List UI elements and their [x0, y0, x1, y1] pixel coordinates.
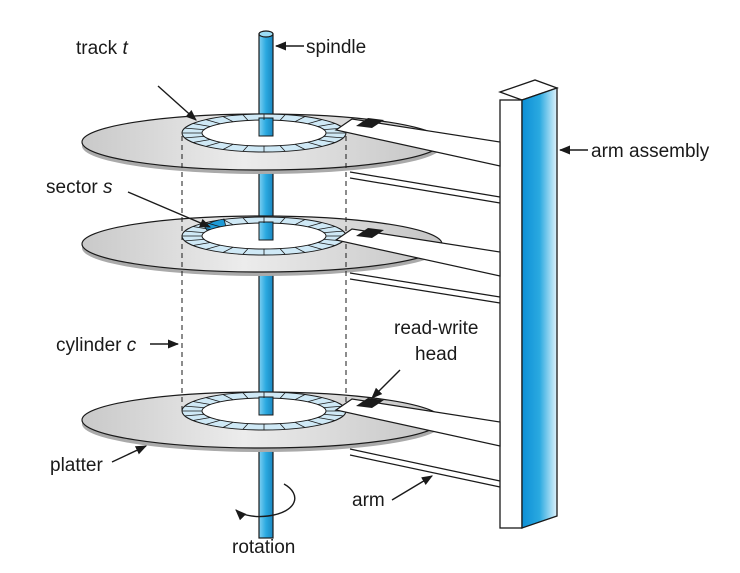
sector-divider [205, 119, 221, 125]
sector-divider [184, 136, 205, 139]
sector-dividers [182, 114, 346, 430]
sector-divider [317, 417, 336, 421]
sector-divider [307, 222, 323, 228]
sector-divider [317, 226, 336, 230]
sector-divider [222, 394, 234, 401]
arm-1 [334, 118, 501, 204]
sector-divider [317, 123, 336, 127]
sector-divider [242, 217, 249, 224]
sector-divider [323, 405, 344, 408]
sector-divider [184, 230, 205, 233]
sector-divider [294, 246, 306, 253]
sector-divider [192, 242, 211, 246]
sector-divider [222, 246, 234, 253]
platter-pointer [111, 445, 148, 463]
sector-divider [205, 244, 221, 250]
sector-divider [184, 127, 205, 130]
sector-divider [222, 143, 234, 150]
sector-divider [294, 143, 306, 150]
sector-divider [222, 421, 234, 428]
sector-divider [192, 401, 211, 405]
sector-divider [222, 116, 234, 123]
sector-divider [294, 116, 306, 123]
sector-divider [205, 419, 221, 425]
sector-divider [323, 136, 344, 139]
sector-divider [242, 423, 249, 430]
read-write-head-2 [356, 228, 384, 238]
sector-divider [307, 244, 323, 250]
arm-assembly-column [498, 79, 559, 529]
sector-divider [323, 230, 344, 233]
read-write-head-1 [356, 118, 384, 128]
read-write-head-label-line1: read-write [394, 318, 478, 339]
arm-label: arm [352, 490, 385, 511]
sector-pointer [127, 191, 212, 228]
cylinder-outline [181, 136, 347, 412]
sector-divider [205, 397, 221, 403]
sector-divider [192, 226, 211, 230]
sector-divider [279, 423, 286, 430]
cylinder-label: cylinder c [56, 335, 137, 356]
sector-divider [242, 392, 249, 399]
sector-divider [192, 417, 211, 421]
sector-divider [242, 114, 249, 121]
sector-divider [317, 242, 336, 246]
sector-divider [294, 394, 306, 401]
sector-divider [307, 141, 323, 147]
sector-divider [242, 248, 249, 255]
spindle-top [258, 30, 274, 38]
sector-divider [323, 414, 344, 417]
sector-divider [192, 123, 211, 127]
sector-divider [294, 421, 306, 428]
sector-divider [222, 219, 234, 226]
rotation-label: rotation [232, 537, 295, 558]
platter-label: platter [50, 455, 103, 476]
sector-label: sector s [46, 177, 113, 198]
read-write-head-3 [356, 398, 384, 408]
sector-divider [279, 114, 286, 121]
sector-divider [317, 139, 336, 143]
arm-3 [334, 398, 501, 488]
sector-divider [279, 145, 286, 152]
sector-divider [184, 405, 205, 408]
read-write-head-label-line2: head [415, 344, 457, 365]
arm-pointer [391, 475, 433, 501]
arm-assembly-label: arm assembly [591, 141, 710, 162]
spindle-shaft [258, 33, 274, 539]
sector-divider [307, 397, 323, 403]
sector-divider [279, 217, 286, 224]
sector-divider [279, 248, 286, 255]
sector-divider [307, 119, 323, 125]
sector-divider [242, 145, 249, 152]
arm-2 [334, 228, 501, 304]
track-pointer [157, 85, 197, 121]
track-label: track t [76, 38, 128, 59]
sector-divider [279, 392, 286, 399]
sector-divider [294, 219, 306, 226]
sector-divider [192, 139, 211, 143]
rotation-arrow [235, 483, 296, 521]
sector-divider [184, 239, 205, 242]
sector-divider [307, 419, 323, 425]
sector-divider [184, 414, 205, 417]
sector-divider [317, 401, 336, 405]
sector-divider [205, 141, 221, 147]
read-write-pointer [371, 369, 401, 399]
spindle-label: spindle [306, 37, 366, 58]
